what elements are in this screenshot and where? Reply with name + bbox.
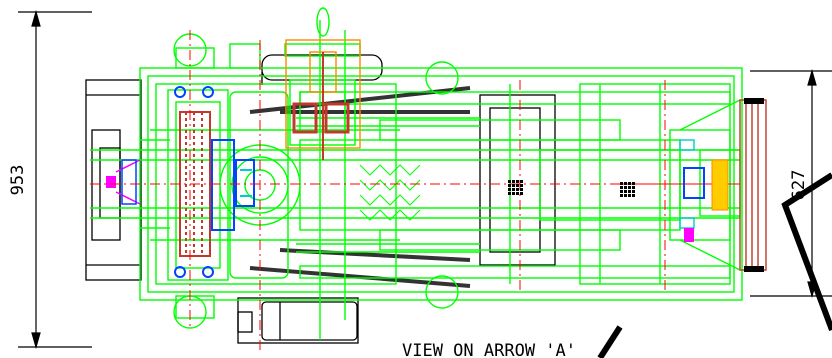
green-frame (90, 20, 743, 340)
view-arrow-icon (597, 172, 832, 358)
sprocket-stack (174, 86, 255, 278)
right-end-assembly (679, 98, 767, 272)
vent-grill-left (508, 180, 523, 195)
hatch-area (359, 164, 421, 221)
left-hub (106, 159, 141, 205)
vent-grill-right (620, 182, 635, 197)
black-outline-parts (85, 54, 556, 344)
overall-dimension (18, 9, 92, 350)
gearbox-highlight (285, 7, 361, 160)
centerlines (90, 30, 740, 350)
view-caption: VIEW ON ARROW 'A' (402, 341, 576, 358)
overall-dimension-label: 953 (8, 165, 28, 196)
